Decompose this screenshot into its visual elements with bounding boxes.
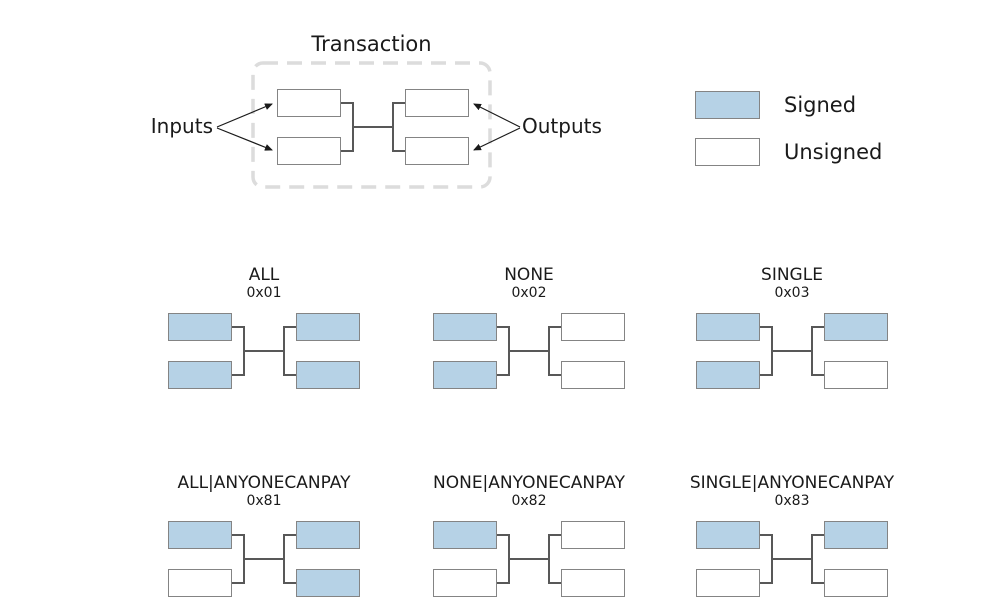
- sighash-name: SINGLE: [761, 265, 823, 285]
- sighash-name: ALL: [248, 265, 280, 285]
- outputs-label: Outputs: [522, 114, 602, 138]
- output-box-2: [296, 361, 360, 389]
- output-box-2: [296, 569, 360, 597]
- unsigned-swatch: [695, 138, 760, 166]
- transaction-boxes: [433, 313, 625, 389]
- output-box-2: [824, 361, 888, 389]
- sighash-code: 0x03: [774, 285, 810, 301]
- inputs-label: Inputs: [150, 114, 213, 138]
- transaction-boxes: [168, 313, 360, 389]
- sighash-name: ALL|ANYONECANPAY: [177, 473, 351, 493]
- sighash-code: 0x81: [246, 493, 282, 509]
- input-box-2: [168, 361, 232, 389]
- legend-item-signed: Signed: [695, 91, 882, 119]
- sighash-name: NONE|ANYONECANPAY: [433, 473, 625, 493]
- output-box-1: [561, 521, 625, 549]
- input-box-2: [696, 361, 760, 389]
- input-box-1: [277, 89, 341, 117]
- output-box-1: [296, 313, 360, 341]
- output-box-1: [296, 521, 360, 549]
- connector-lines: [341, 102, 405, 152]
- input-box-1: [168, 521, 232, 549]
- sighash-diagram-single-anyonecanpay: SINGLE|ANYONECANPAY 0x83: [682, 473, 902, 597]
- input-box-1: [433, 313, 497, 341]
- input-box-2: [277, 137, 341, 165]
- output-box-1: [561, 313, 625, 341]
- input-box-1: [696, 521, 760, 549]
- output-box-1: [824, 521, 888, 549]
- sighash-diagram-all: ALL 0x01: [154, 265, 374, 389]
- input-box-2: [433, 361, 497, 389]
- input-box-1: [696, 313, 760, 341]
- input-box-1: [433, 521, 497, 549]
- connector-lines: [232, 326, 296, 376]
- legend-label-signed: Signed: [784, 93, 857, 117]
- sighash-code: 0x82: [511, 493, 547, 509]
- input-box-2: [168, 569, 232, 597]
- connector-lines: [497, 326, 561, 376]
- output-box-1: [405, 89, 469, 117]
- legend-label-unsigned: Unsigned: [784, 140, 883, 164]
- connector-lines: [760, 326, 824, 376]
- transaction-boxes: [696, 313, 888, 389]
- sighash-code: 0x83: [774, 493, 810, 509]
- legend-item-unsigned: Unsigned: [695, 138, 882, 166]
- sighash-diagram-all-anyonecanpay: ALL|ANYONECANPAY 0x81: [154, 473, 374, 597]
- transaction-boxes: [277, 89, 469, 165]
- sighash-diagram-single: SINGLE 0x03: [682, 265, 902, 389]
- output-box-2: [824, 569, 888, 597]
- transaction-boxes: [168, 521, 360, 597]
- sighash-name: SINGLE|ANYONECANPAY: [689, 473, 895, 493]
- signed-swatch: [695, 91, 760, 119]
- input-box-2: [696, 569, 760, 597]
- output-box-2: [405, 137, 469, 165]
- output-box-2: [561, 569, 625, 597]
- sighash-diagram-none: NONE 0x02: [419, 265, 639, 389]
- sighash-code: 0x01: [246, 285, 282, 301]
- sighash-diagram-none-anyonecanpay: NONE|ANYONECANPAY 0x82: [419, 473, 639, 597]
- sighash-code: 0x02: [511, 285, 547, 301]
- output-box-1: [824, 313, 888, 341]
- input-box-1: [168, 313, 232, 341]
- legend: Signed Unsigned: [695, 91, 882, 185]
- connector-lines: [497, 534, 561, 584]
- connector-lines: [760, 534, 824, 584]
- input-box-2: [433, 569, 497, 597]
- transaction-title: Transaction: [311, 32, 432, 56]
- connector-lines: [232, 534, 296, 584]
- output-box-2: [561, 361, 625, 389]
- transaction-boxes: [433, 521, 625, 597]
- transaction-boxes: [696, 521, 888, 597]
- sighash-name: NONE: [504, 265, 554, 285]
